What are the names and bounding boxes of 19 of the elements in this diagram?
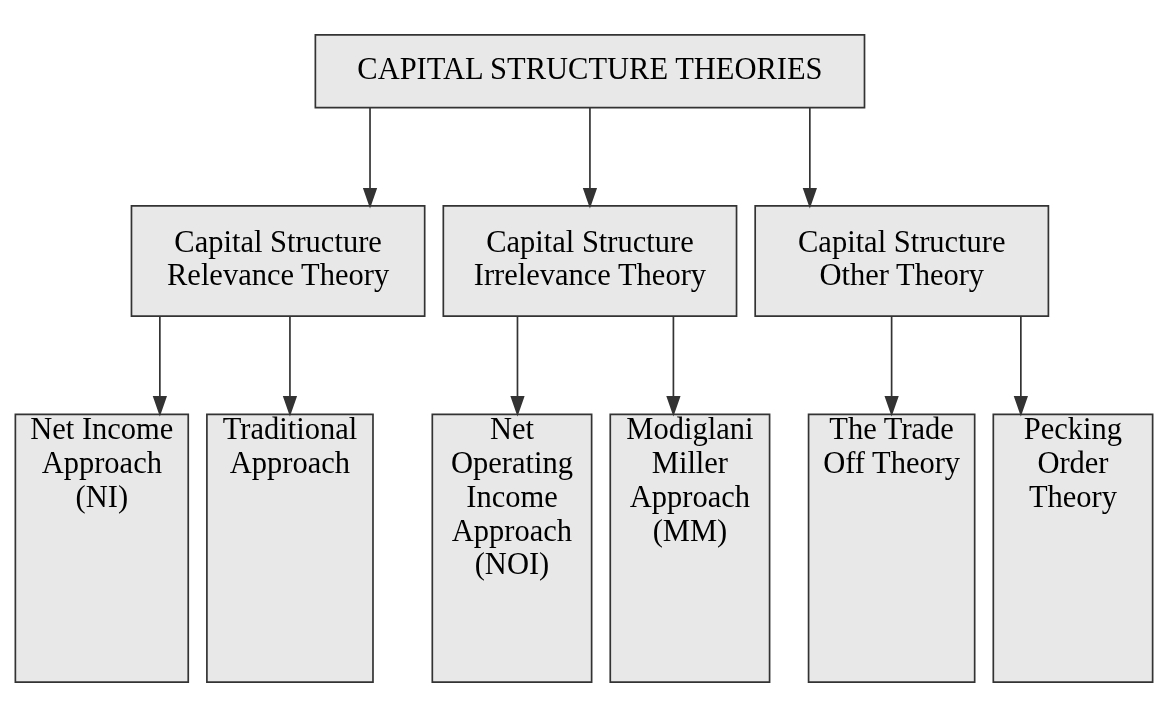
node-box: Net Operating Income Approach (NOI) xyxy=(431,413,593,683)
arrow xyxy=(884,315,899,416)
node-box: Pecking Order Theory xyxy=(992,413,1154,683)
arrow xyxy=(1013,315,1028,416)
node-box: CAPITAL STRUCTURE THEORIES xyxy=(314,33,866,108)
node-box: The Trade Off Theory xyxy=(807,413,976,683)
node-box: Capital Structure Relevance Theory xyxy=(130,204,426,317)
arrow xyxy=(510,315,525,416)
arrow xyxy=(362,106,378,208)
arrow xyxy=(582,106,598,208)
arrow xyxy=(152,315,167,416)
node-box: Traditional Approach xyxy=(206,413,374,683)
node-box: Capital Structure Irrelevance Theory xyxy=(442,204,738,317)
arrow xyxy=(802,106,817,208)
arrow xyxy=(282,315,298,416)
node-box: Modiglani Miller Approach (MM) xyxy=(609,413,771,683)
arrow xyxy=(666,315,681,416)
node-box: Net Income Approach (NI) xyxy=(14,413,190,683)
node-box: Capital Structure Other Theory xyxy=(754,204,1050,317)
